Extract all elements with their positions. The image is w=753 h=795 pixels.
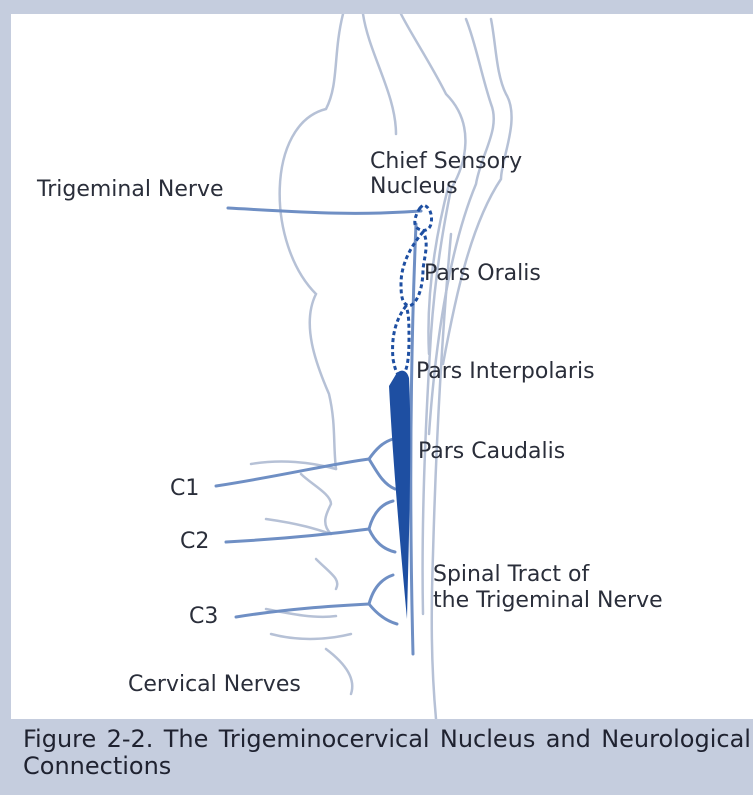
caption-word: Figure [23, 726, 96, 753]
chief-sensory-label-line1: Chief Sensory [370, 149, 522, 175]
caption-word: The [164, 726, 209, 753]
spinal-tract-label-line1: Spinal Tract of [433, 562, 589, 588]
trigeminal-nerve-label: Trigeminal Nerve [37, 177, 224, 203]
spinal-tract-line [411, 224, 416, 654]
caption-word: Trigeminocervical [219, 726, 430, 753]
vertebra-3-outline [266, 519, 331, 534]
c2-label: C2 [180, 529, 209, 555]
vertebra-2-outline [301, 474, 331, 534]
brainstem-front-outline [363, 14, 396, 134]
caption-word: Neurological [601, 726, 751, 753]
pars-caudalis-label: Pars Caudalis [418, 439, 565, 465]
caption-line1: Figure 2-2. The Trigeminocervical Nucleu… [23, 726, 751, 753]
pars-oralis-label: Pars Oralis [424, 261, 541, 287]
caption-line2: Connections [23, 753, 751, 780]
pars-interpolaris-outline [393, 306, 409, 376]
c3-label: C3 [189, 604, 218, 630]
vertebra-4-outline [316, 559, 337, 589]
brain-outline [280, 14, 343, 469]
cervical-nerves-label: Cervical Nerves [128, 672, 301, 698]
spinal-column-outline [432, 234, 451, 719]
spinal-tract-label-line2: the Trigeminal Nerve [433, 588, 663, 614]
trigeminal-nerve-line [228, 208, 421, 213]
caption-word: 2-2. [107, 726, 154, 753]
nerves [216, 208, 421, 654]
c1-label: C1 [170, 476, 199, 502]
figure-caption: Figure 2-2. The Trigeminocervical Nucleu… [23, 726, 751, 780]
pars-interpolaris-label: Pars Interpolaris [416, 359, 595, 385]
vertebra-7-outline [326, 649, 352, 694]
caption-word: Nucleus [440, 726, 536, 753]
vertebra-6-outline [271, 634, 351, 639]
caption-word: and [546, 726, 591, 753]
pars-caudalis-nucleus [389, 371, 410, 619]
chief-sensory-label-line2: Nucleus [370, 174, 458, 200]
diagram-panel: Chief Sensory Nucleus Trigeminal Nerve P… [11, 14, 753, 719]
